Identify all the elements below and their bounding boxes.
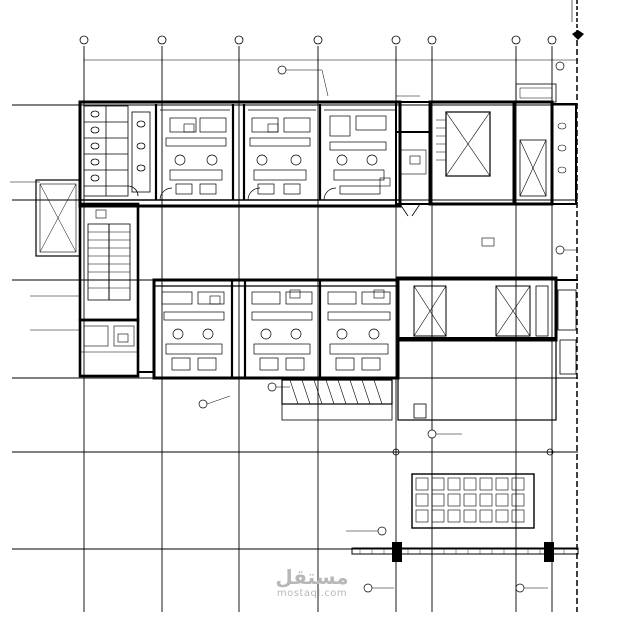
grid-bubbles — [79, 35, 557, 45]
room-tag — [409, 155, 421, 165]
left-balcony — [35, 179, 81, 257]
section-marker — [267, 382, 277, 392]
grid-bubble — [511, 35, 521, 45]
room-tag — [373, 289, 385, 299]
section-marker — [277, 65, 287, 75]
room-tags — [95, 123, 495, 343]
callout-leaders — [10, 69, 578, 589]
room-tag — [481, 237, 495, 247]
room-tag — [183, 123, 195, 133]
room-tag — [267, 123, 279, 133]
room-tag — [95, 209, 107, 219]
watermark-site-text: mostaql.com — [276, 588, 348, 599]
section-marker — [515, 583, 525, 593]
structural-grid-horizontal — [12, 104, 578, 550]
courtyard — [392, 448, 554, 529]
louver-strip — [281, 379, 393, 421]
grid-bubble — [234, 35, 244, 45]
match-line — [571, 0, 584, 612]
section-marker — [198, 399, 208, 409]
railing — [351, 542, 579, 562]
section-marker — [377, 526, 387, 536]
room-tag — [117, 333, 129, 343]
watermark-arabic-text: مستقل — [275, 565, 349, 589]
grid-bubble — [313, 35, 323, 45]
central-core — [395, 83, 577, 217]
grid-bubble — [391, 35, 401, 45]
room-tag — [289, 289, 301, 299]
office-furniture-south — [161, 291, 391, 371]
section-marker — [555, 245, 565, 255]
west-staircase — [78, 202, 140, 378]
watermark-logo: مستقل mostaql.com — [262, 566, 362, 600]
restroom-block — [83, 105, 151, 197]
grid-bubble — [427, 35, 437, 45]
southeast-shafts — [396, 276, 578, 421]
office-furniture-north — [159, 115, 387, 201]
section-marker — [555, 61, 565, 71]
grid-bubble — [79, 35, 89, 45]
grid-bubble — [157, 35, 167, 45]
room-tag — [209, 295, 221, 305]
section-marker — [427, 429, 437, 439]
dimension-line — [83, 57, 578, 63]
room-tag — [379, 177, 391, 187]
section-marker — [363, 583, 373, 593]
callout-markers — [198, 61, 565, 593]
grid-bubble — [547, 35, 557, 45]
